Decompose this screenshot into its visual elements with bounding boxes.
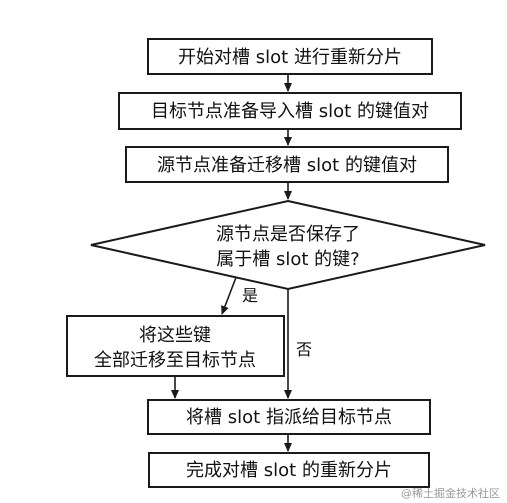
edge-label-yes: 是 bbox=[242, 286, 258, 305]
node-finish: 完成对槽 slot 的重新分片 bbox=[148, 452, 430, 488]
node-assign-slot: 将槽 slot 指派给目标节点 bbox=[147, 399, 431, 435]
node-decision: 源节点是否保存了 属于槽 slot 的键? bbox=[90, 199, 486, 291]
node-source-migrate-label: 源节点准备迁移槽 slot 的键值对 bbox=[157, 155, 417, 176]
node-finish-label: 完成对槽 slot 的重新分片 bbox=[186, 460, 392, 481]
node-target-import-label: 目标节点准备导入槽 slot 的键值对 bbox=[151, 101, 429, 122]
node-source-migrate: 源节点准备迁移槽 slot 的键值对 bbox=[125, 146, 449, 183]
node-decision-line2: 属于槽 slot 的键? bbox=[216, 249, 359, 270]
node-start: 开始对槽 slot 进行重新分片 bbox=[147, 38, 433, 75]
node-target-import: 目标节点准备导入槽 slot 的键值对 bbox=[118, 92, 462, 130]
node-migrate-keys: 将这些键 全部迁移至目标节点 bbox=[66, 315, 285, 377]
watermark: @稀土掘金技术社区 bbox=[401, 486, 500, 500]
node-start-label: 开始对槽 slot 进行重新分片 bbox=[178, 47, 402, 68]
node-assign-slot-label: 将槽 slot 指派给目标节点 bbox=[186, 407, 392, 428]
edge-label-no: 否 bbox=[296, 340, 312, 359]
node-migrate-keys-line2: 全部迁移至目标节点 bbox=[94, 350, 256, 371]
node-migrate-keys-line1: 将这些键 bbox=[139, 325, 211, 346]
node-decision-line1: 源节点是否保存了 bbox=[216, 224, 360, 245]
